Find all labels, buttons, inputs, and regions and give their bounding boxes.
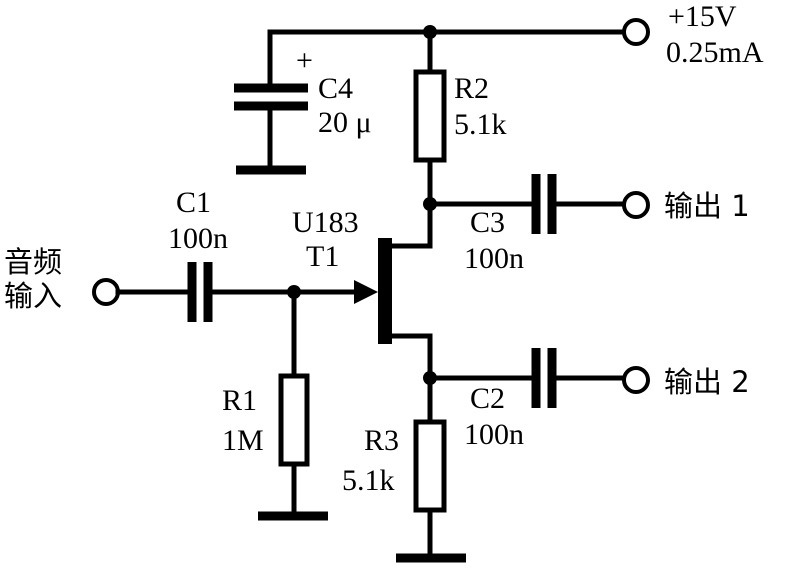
r2-value: 5.1k — [454, 108, 507, 141]
c4-name: C4 — [318, 72, 353, 105]
r1-name: R1 — [222, 384, 257, 417]
r3-name: R3 — [364, 424, 399, 457]
c4-polarity: + — [296, 44, 313, 77]
capacitor-c3 — [423, 174, 650, 234]
gate-arrow — [354, 280, 378, 304]
supply-voltage-label: +15V — [668, 0, 737, 33]
capacitor-c2 — [423, 348, 650, 408]
c1-value: 100n — [168, 222, 228, 255]
output-1-label: 输出 1 — [664, 189, 750, 223]
input-label-line1: 音频 — [4, 245, 62, 279]
output-1-terminal — [622, 191, 650, 219]
input-terminal — [92, 278, 120, 306]
transistor-channel — [378, 238, 392, 344]
r3-value: 5.1k — [342, 464, 395, 497]
c2-value: 100n — [464, 418, 524, 451]
resistor-r1 — [258, 289, 328, 521]
resistor-r2 — [413, 29, 447, 249]
c3-value: 100n — [464, 242, 524, 275]
c4-value: 20 μ — [318, 106, 372, 139]
capacitor-c1 — [92, 262, 359, 322]
r2-name: R2 — [454, 72, 489, 105]
c1-name: C1 — [176, 186, 211, 219]
supply-terminal — [622, 18, 650, 46]
r1-value: 1M — [222, 424, 264, 457]
c3-name: C3 — [470, 206, 505, 239]
capacitor-c4 — [234, 83, 308, 175]
input-label-line2: 输入 — [4, 279, 62, 313]
t1-name-label: T1 — [306, 240, 339, 273]
resistor-r3 — [396, 419, 466, 563]
output-2-terminal — [622, 366, 650, 394]
output-2-label: 输出 2 — [664, 365, 750, 399]
c2-name: C2 — [470, 382, 505, 415]
t1-part-label: U183 — [292, 206, 359, 239]
supply-current-label: 0.25mA — [666, 36, 764, 69]
transistor-t1 — [354, 238, 433, 425]
